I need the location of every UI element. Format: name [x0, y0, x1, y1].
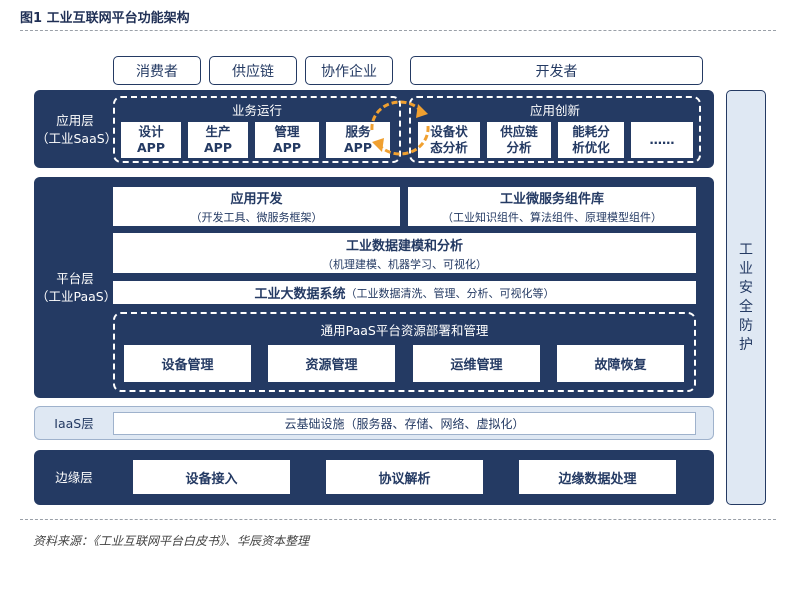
app-line2: APP — [344, 140, 372, 155]
management-app: 管理 APP — [255, 122, 319, 158]
app-line1: 设备状 — [430, 124, 468, 139]
equipment-status-analysis: 设备状 态分析 — [418, 122, 480, 158]
service-app: 服务 APP — [326, 122, 390, 158]
role-developer: 开发者 — [410, 56, 703, 85]
application-innovation-title: 应用创新 — [529, 103, 580, 118]
app-line1: …… — [649, 132, 675, 147]
data-modeling-box: 工业数据建模和分析 （机理建模、机器学习、可视化） — [113, 233, 696, 273]
app-line1: 生产 — [205, 124, 231, 139]
fault-recovery-box: 故障恢复 — [557, 345, 684, 382]
resource-management-group — [113, 312, 696, 392]
big-data-system-box: 工业大数据系统 （工业数据清洗、管理、分析、可视化等） — [113, 281, 696, 304]
app-line2: 态分析 — [430, 140, 468, 155]
box-subtitle: （开发工具、微服务框架） — [190, 211, 323, 224]
box-title: 协议解析 — [378, 471, 431, 487]
app-line2: APP — [204, 140, 232, 155]
box-title: 应用开发 — [230, 192, 283, 207]
box-title: 故障恢复 — [594, 358, 647, 373]
source-note: 资料来源：《工业互联网平台白皮书》、华辰资本整理 — [33, 534, 310, 548]
role-supply-chain: 供应链 — [209, 56, 297, 85]
app-line2: 分析 — [506, 140, 532, 155]
resource-management-title: 通用PaaS平台资源部署和管理 — [320, 323, 489, 338]
cloud-infrastructure-box: 云基础设施（服务器、存储、网络、虚拟化） — [113, 412, 696, 435]
box-title: 设备管理 — [161, 358, 214, 373]
top-rule — [20, 30, 776, 31]
saas-label-line1: 应用层 — [56, 113, 94, 128]
industrial-security-column: 工 业 安 全 防 护 — [726, 90, 766, 505]
device-access-box: 设备接入 — [133, 460, 290, 494]
business-operation-group — [113, 96, 401, 163]
box-title: 工业微服务组件库 — [499, 192, 604, 207]
box-subtitle: （工业知识组件、算法组件、原理模型组件） — [442, 211, 662, 224]
box-title: 工业大数据系统 — [254, 287, 346, 302]
edge-label: 边缘层 — [55, 470, 93, 485]
resource-management-box: 资源管理 — [268, 345, 395, 382]
box-title: 资源管理 — [305, 358, 358, 373]
app-line1: 设计 — [138, 124, 164, 139]
design-app: 设计 APP — [121, 122, 181, 158]
paas-label-line2: （工业PaaS） — [36, 289, 117, 304]
app-line2: APP — [273, 140, 301, 155]
box-title: 工业数据建模和分析 — [345, 238, 463, 254]
security-char: 安 — [739, 279, 753, 296]
app-line2: 析优化 — [572, 140, 610, 155]
box-title: 运维管理 — [450, 358, 503, 373]
application-innovation-group — [409, 96, 701, 163]
box-title: 设备接入 — [185, 471, 238, 487]
paas-label-line1: 平台层 — [56, 271, 94, 286]
energy-optimization: 能耗分 析优化 — [558, 122, 624, 158]
bottom-rule — [20, 519, 776, 520]
security-char: 护 — [739, 336, 753, 353]
edge-data-processing-box: 边缘数据处理 — [519, 460, 676, 494]
microservice-library-box: 工业微服务组件库 （工业知识组件、算法组件、原理模型组件） — [408, 187, 696, 226]
cycle-arrows-icon — [370, 100, 430, 156]
box-subtitle: （机理建模、机器学习、可视化） — [322, 257, 487, 271]
saas-label-line2: （工业SaaS） — [36, 131, 118, 146]
device-management-box: 设备管理 — [124, 345, 251, 382]
app-line1: 服务 — [345, 124, 371, 139]
security-char: 防 — [739, 317, 753, 334]
supply-chain-analysis: 供应链 分析 — [487, 122, 551, 158]
operations-management-box: 运维管理 — [413, 345, 540, 382]
app-line2: APP — [137, 140, 165, 155]
app-line1: 能耗分 — [572, 124, 610, 139]
protocol-parsing-box: 协议解析 — [326, 460, 483, 494]
more-apps: …… — [631, 122, 693, 158]
role-partner: 协作企业 — [305, 56, 393, 85]
role-consumer: 消费者 — [113, 56, 201, 85]
figure-title: 图1 工业互联网平台功能架构 — [20, 11, 190, 26]
security-char: 业 — [739, 260, 753, 277]
app-development-box: 应用开发 （开发工具、微服务框架） — [113, 187, 400, 226]
production-app: 生产 APP — [188, 122, 248, 158]
security-char: 工 — [739, 241, 753, 258]
box-title: 边缘数据处理 — [558, 471, 637, 487]
app-line1: 管理 — [274, 124, 300, 139]
saas-label: 应用层 （工业SaaS） — [36, 112, 118, 148]
paas-label: 平台层 （工业PaaS） — [36, 270, 117, 306]
iaas-label: IaaS层 — [54, 416, 94, 431]
box-subtitle: （工业数据清洗、管理、分析、可视化等） — [345, 286, 555, 300]
security-char: 全 — [739, 298, 753, 315]
business-operation-title: 业务运行 — [231, 103, 282, 118]
app-line1: 供应链 — [500, 124, 538, 139]
